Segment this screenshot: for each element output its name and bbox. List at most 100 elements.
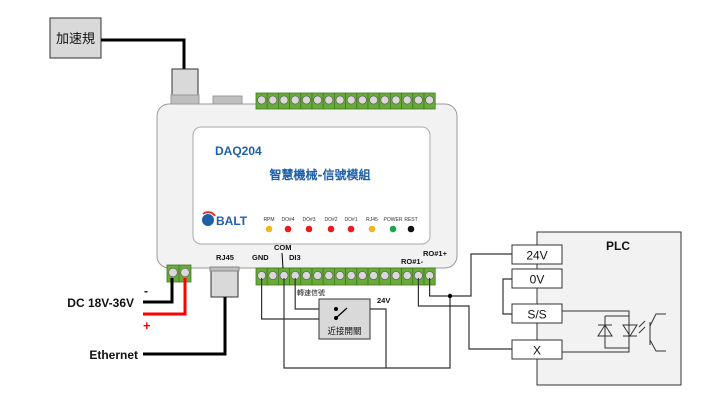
speed-signal-label: 轉速信號 <box>297 288 325 297</box>
screw-terminal <box>300 267 313 286</box>
led-light <box>284 225 292 233</box>
screw-terminal <box>311 267 324 286</box>
screw-terminal <box>389 92 402 110</box>
accelerometer-label: 加速規 <box>56 32 95 47</box>
screw-terminal <box>401 267 414 286</box>
power-negative-wire <box>143 278 174 304</box>
led-label: DO#2 <box>324 217 337 223</box>
rj45-connector <box>210 270 239 298</box>
ethernet-cable <box>143 297 227 356</box>
power-label: DC 18V-36V <box>67 296 134 310</box>
led-label: REST <box>404 217 417 223</box>
led-label: RPM <box>263 217 274 223</box>
ro1-plus-label: RO#1+ <box>423 249 448 258</box>
screw-terminal <box>277 92 290 110</box>
accelerometer: 加速規 <box>49 17 102 59</box>
plc-terminal-ss: S/S <box>511 303 563 324</box>
accelerometer-cable <box>101 38 186 69</box>
led-power: POWER <box>384 217 403 233</box>
plc-terminal-label: 0V <box>530 273 545 287</box>
ro1-minus-label: RO#1- <box>401 257 424 266</box>
com-wire <box>283 278 451 369</box>
plc-0v-ss-jumper <box>502 278 512 315</box>
led-rj45: RJ45 <box>366 217 378 233</box>
wire-junction <box>447 293 453 299</box>
proximity-switch: 近接開關 <box>318 298 371 340</box>
gnd-wire <box>261 278 336 320</box>
proximity-switch-box <box>318 298 371 340</box>
screw-terminal <box>322 92 335 110</box>
usb-port <box>212 95 243 105</box>
plc: PLC 24V 0V S/S X <box>511 231 682 386</box>
screw-terminal <box>345 267 358 286</box>
switch-24v-wire <box>370 308 387 368</box>
screw-terminal <box>255 92 268 110</box>
screw-terminal <box>367 92 380 110</box>
led-label: POWER <box>384 217 403 223</box>
led-label: DO#4 <box>281 217 294 223</box>
led-do2: DO#2 <box>324 217 338 233</box>
screw-terminal <box>412 92 425 110</box>
device-title: 智慧機械-信號模組 <box>269 167 371 182</box>
power-minus-label: - <box>144 284 148 298</box>
screw-terminal <box>423 92 436 110</box>
signal-wires <box>261 253 512 369</box>
plc-terminal-label: X <box>533 344 541 358</box>
screw-terminal <box>311 92 324 110</box>
screw-terminal <box>356 92 369 110</box>
led-label: DO#3 <box>302 217 315 223</box>
com-label: COM <box>274 243 292 252</box>
com-pointer <box>281 252 284 269</box>
screw-terminal <box>178 264 192 283</box>
proximity-switch-label: 近接開關 <box>327 326 361 337</box>
screw-terminal <box>401 92 414 110</box>
led-rest: REST <box>404 217 418 233</box>
screw-terminal <box>389 267 402 286</box>
gnd-label: GND <box>252 253 269 262</box>
led-light <box>347 225 355 233</box>
sensor-connector <box>171 68 199 96</box>
di3-label: DI3 <box>289 253 301 262</box>
led-rpm: RPM <box>263 217 275 233</box>
balt-logo: BALT <box>202 211 248 228</box>
led-light <box>327 225 335 233</box>
screw-terminal <box>289 92 302 110</box>
plc-terminal-label: 24V <box>526 249 547 263</box>
led-light <box>389 225 397 233</box>
screw-terminal <box>322 267 335 286</box>
plc-terminal-0v: 0V <box>511 268 563 289</box>
screw-terminal <box>378 92 391 110</box>
rj45-label: RJ45 <box>216 253 234 262</box>
led-light <box>368 225 376 233</box>
plc-terminal-24v: 24V <box>511 244 563 265</box>
switch-contact-top <box>334 307 338 311</box>
switch-lever-icon <box>335 307 348 319</box>
led-light <box>407 225 415 233</box>
screw-terminal <box>266 267 279 286</box>
accelerometer-box <box>49 17 102 59</box>
led-do3: DO#3 <box>302 217 316 233</box>
led-label: RJ45 <box>366 217 378 223</box>
ro1-minus-wire <box>417 278 512 350</box>
bottom-terminal-block <box>255 267 436 286</box>
led-label: DO#1 <box>344 217 357 223</box>
plc-terminal-label: S/S <box>527 308 546 322</box>
port-labels: RJ45 GND COM DI3 RO#1- RO#1+ <box>216 243 448 266</box>
screw-terminal <box>367 267 380 286</box>
optocoupler-icon <box>562 310 666 353</box>
power-terminal-block <box>166 264 192 283</box>
screw-terminal <box>378 267 391 286</box>
sensor-connector-base <box>170 94 200 105</box>
plc-title: PLC <box>606 239 630 253</box>
screw-terminal <box>345 92 358 110</box>
ro1-plus-wire <box>429 253 512 297</box>
power-positive-wire <box>143 278 187 316</box>
screw-terminal <box>356 267 369 286</box>
power-plus-label: + <box>143 318 151 333</box>
device-panel <box>192 126 431 245</box>
plc-terminal-x: X <box>511 339 563 360</box>
led-do1: DO#1 <box>344 217 358 233</box>
